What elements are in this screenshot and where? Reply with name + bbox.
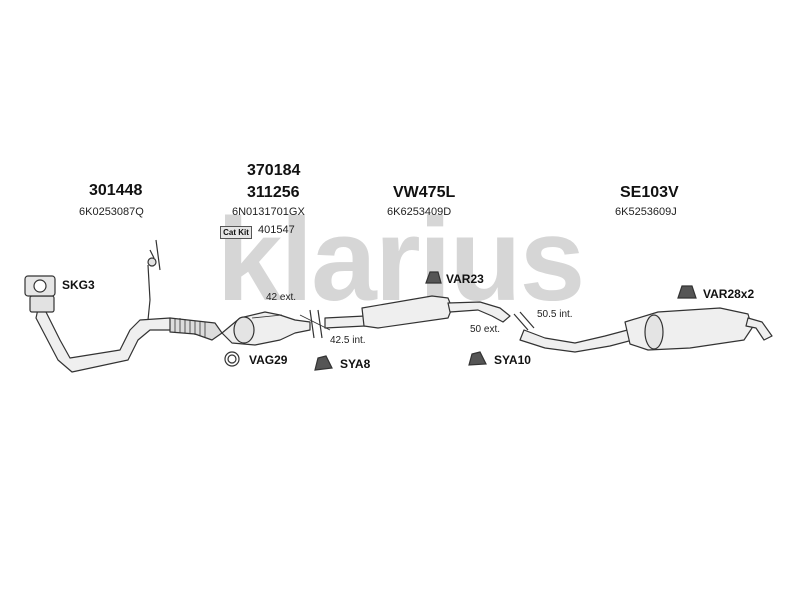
gasket-icon xyxy=(24,275,56,297)
rear-silencer-part-number: SE103V xyxy=(620,184,679,201)
accessory-var28x2: VAR28x2 xyxy=(703,287,755,301)
connection-42-5-int: 42.5 int. xyxy=(330,335,366,346)
catalytic-converter[interactable] xyxy=(221,311,311,346)
middle-silencer-oem-number: 6K6253409D xyxy=(387,206,452,218)
ring-gasket-icon xyxy=(224,351,240,367)
flexi-section[interactable] xyxy=(169,317,223,341)
connection-50-5-int: 50.5 int. xyxy=(537,309,573,320)
accessory-sya8: SYA8 xyxy=(340,357,371,371)
rubber-mount-icon-1 xyxy=(314,355,333,371)
catalyst-part-number-top: 370184 xyxy=(247,162,301,179)
rubber-mount-icon-3 xyxy=(468,351,487,366)
catalyst-oem-number: 6N0131701GX xyxy=(232,206,305,218)
cat-kit-badge: Cat Kit xyxy=(220,226,252,239)
accessory-vag29: VAG29 xyxy=(249,353,288,367)
cat-kit-number: 401547 xyxy=(258,224,295,236)
connection-50-ext: 50 ext. xyxy=(470,324,501,335)
rubber-mount-icon-2 xyxy=(425,271,442,284)
accessory-sya10: SYA10 xyxy=(494,353,531,367)
front-pipe[interactable] xyxy=(29,239,186,373)
catalyst-part-number: 311256 xyxy=(247,184,300,201)
connection-42-ext: 42 ext. xyxy=(266,292,297,303)
front-pipe-part-number: 301448 xyxy=(89,182,143,199)
accessory-var23: VAR23 xyxy=(446,272,484,286)
front-pipe-oem-number: 6K0253087Q xyxy=(79,206,144,218)
middle-silencer[interactable] xyxy=(324,295,511,329)
rubber-mount-icon-4 xyxy=(677,285,697,299)
joint-clamp-2 xyxy=(513,311,535,331)
rear-silencer[interactable] xyxy=(519,307,773,353)
middle-silencer-part-number: VW475L xyxy=(393,184,456,201)
accessory-skg3: SKG3 xyxy=(62,278,95,292)
rear-silencer-oem-number: 6K5253609J xyxy=(615,206,677,218)
